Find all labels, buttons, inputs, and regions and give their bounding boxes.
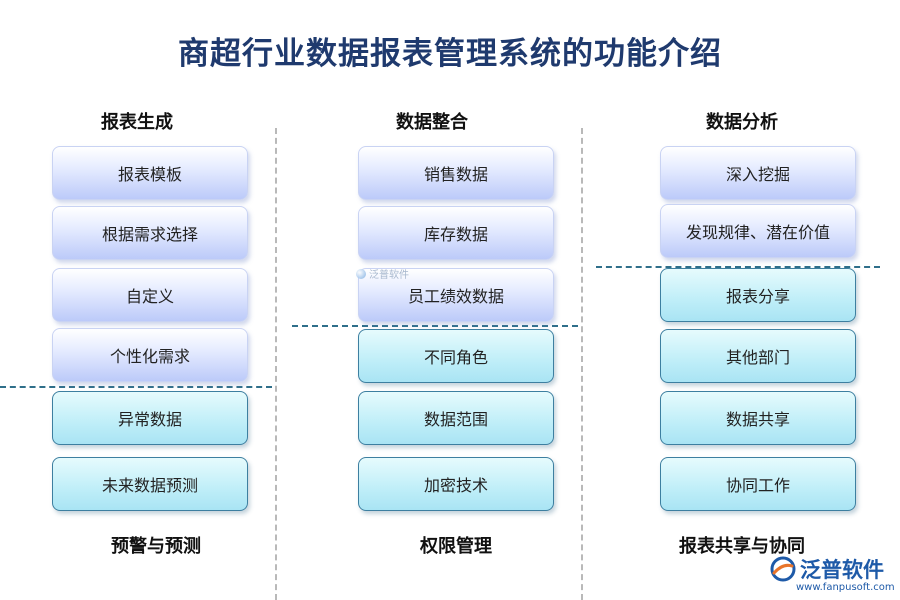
item-box: 报表分享 (660, 268, 856, 322)
item-box: 加密技术 (358, 457, 554, 511)
item-label: 自定义 (125, 287, 174, 306)
column-header-data-analysis: 数据分析 (706, 112, 778, 133)
item-label: 异常数据 (117, 410, 182, 429)
item-label: 销售数据 (423, 165, 488, 184)
item-label: 其他部门 (725, 348, 790, 367)
item-label: 根据需求选择 (101, 225, 198, 244)
column-footer-sharing: 报表共享与协同 (679, 536, 805, 557)
item-box: 不同角色 (358, 329, 554, 383)
item-label: 报表分享 (725, 287, 790, 306)
item-label: 深入挖掘 (725, 165, 790, 184)
item-label: 库存数据 (423, 225, 488, 244)
item-box: 员工绩效数据 (358, 268, 554, 322)
item-box: 数据范围 (358, 391, 554, 445)
brand-logo-icon (770, 556, 796, 582)
column-divider (581, 128, 583, 600)
section-divider (0, 386, 272, 388)
watermark: 泛普软件 (356, 266, 409, 281)
column-header-data-integration: 数据整合 (396, 112, 468, 133)
item-label: 加密技术 (423, 476, 488, 495)
item-box: 库存数据 (358, 206, 554, 260)
item-box: 发现规律、潜在价值 (660, 204, 856, 258)
item-box: 协同工作 (660, 457, 856, 511)
item-box: 深入挖掘 (660, 146, 856, 200)
item-label: 数据范围 (423, 410, 488, 429)
item-box: 异常数据 (52, 391, 248, 445)
page-title: 商超行业数据报表管理系统的功能介绍 (178, 36, 722, 72)
watermark-text: 泛普软件 (369, 270, 409, 281)
item-box: 销售数据 (358, 146, 554, 200)
column-header-report-generation: 报表生成 (101, 112, 173, 133)
item-label: 个性化需求 (109, 347, 190, 366)
item-label: 未来数据预测 (101, 476, 198, 495)
section-divider (596, 266, 880, 268)
watermark-logo-icon (356, 268, 366, 279)
brand-logo-text: 泛普软件 (800, 558, 884, 582)
column-footer-alert-forecast: 预警与预测 (111, 536, 201, 557)
item-box: 报表模板 (52, 146, 248, 200)
column-divider (275, 128, 277, 600)
item-box: 其他部门 (660, 329, 856, 383)
item-box: 根据需求选择 (52, 206, 248, 260)
item-box: 个性化需求 (52, 328, 248, 382)
item-box: 数据共享 (660, 391, 856, 445)
item-label: 不同角色 (423, 348, 488, 367)
item-label: 发现规律、潜在价值 (685, 223, 830, 242)
brand-url: www.fanpusoft.com (796, 582, 895, 593)
item-label: 数据共享 (725, 410, 790, 429)
brand-logo: 泛普软件 (770, 554, 884, 584)
item-label: 员工绩效数据 (407, 287, 504, 306)
item-label: 报表模板 (117, 165, 182, 184)
section-divider (292, 325, 578, 327)
item-label: 协同工作 (725, 476, 790, 495)
item-box: 自定义 (52, 268, 248, 322)
item-box: 未来数据预测 (52, 457, 248, 511)
column-footer-permission: 权限管理 (420, 536, 492, 557)
